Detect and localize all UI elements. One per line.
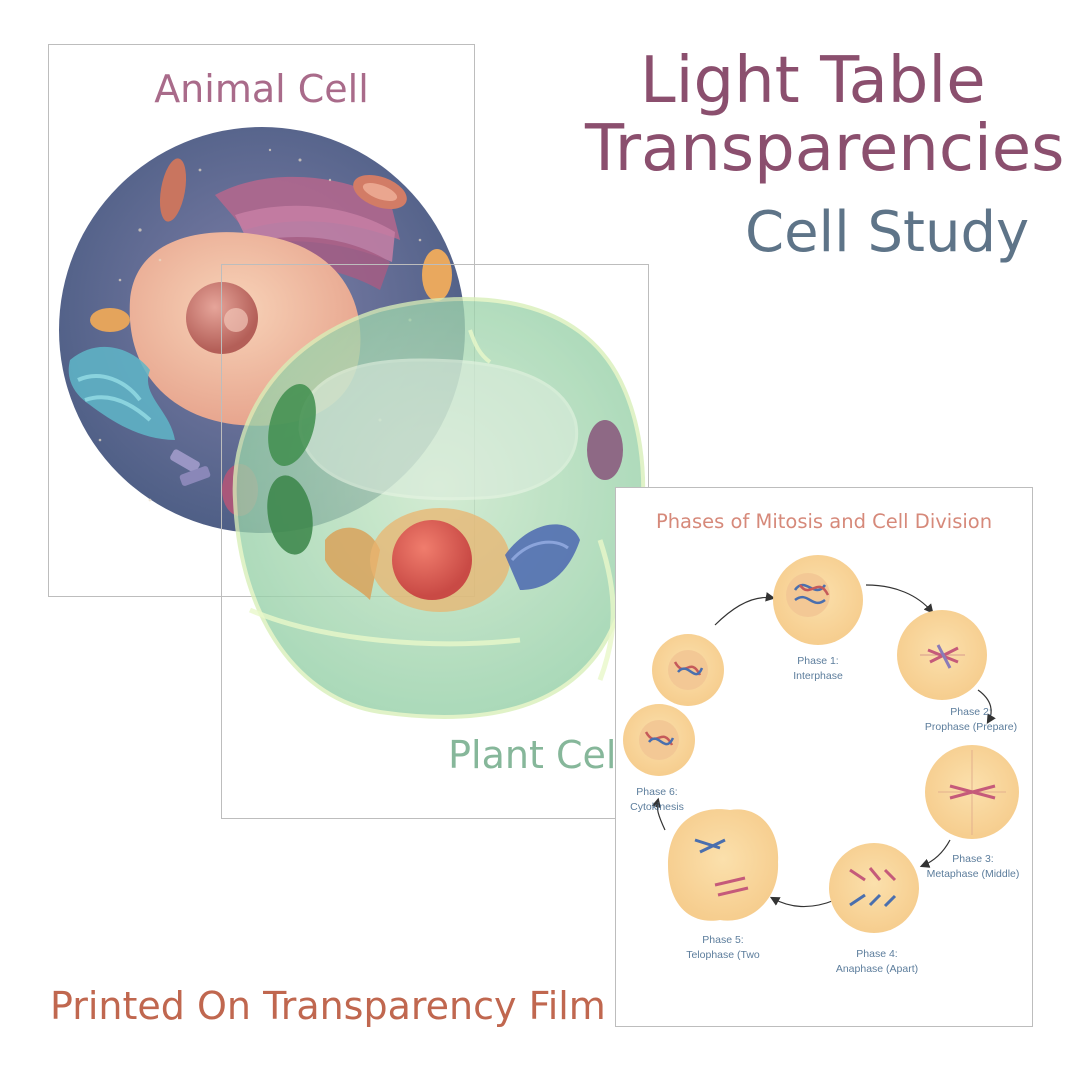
phase-label-2: Phase 2:Prophase (Prepare) bbox=[924, 706, 1018, 733]
headline-title-line2: Transparencies bbox=[585, 112, 1065, 186]
plant-cell-title: Plant Cell bbox=[448, 733, 627, 777]
animal-cell-title: Animal Cell bbox=[154, 67, 369, 111]
phase-label-6: Phase 6:Cytokinesis bbox=[630, 786, 684, 813]
mitosis-title: Phases of Mitosis and Cell Division bbox=[655, 510, 993, 533]
phase-label-4: Phase 4:Anaphase (Apart) bbox=[835, 948, 919, 975]
headline-subtitle: Cell Study bbox=[745, 200, 1030, 265]
footer-text: Printed On Transparency Film bbox=[50, 984, 606, 1028]
phase-label-3: Phase 3:Metaphase (Middle) bbox=[926, 853, 1020, 880]
phase-label-1: Phase 1:Interphase bbox=[793, 655, 843, 682]
headline-title-line1: Light Table bbox=[640, 44, 986, 118]
phase-label-5: Phase 5:Telophase (Two bbox=[686, 934, 760, 961]
